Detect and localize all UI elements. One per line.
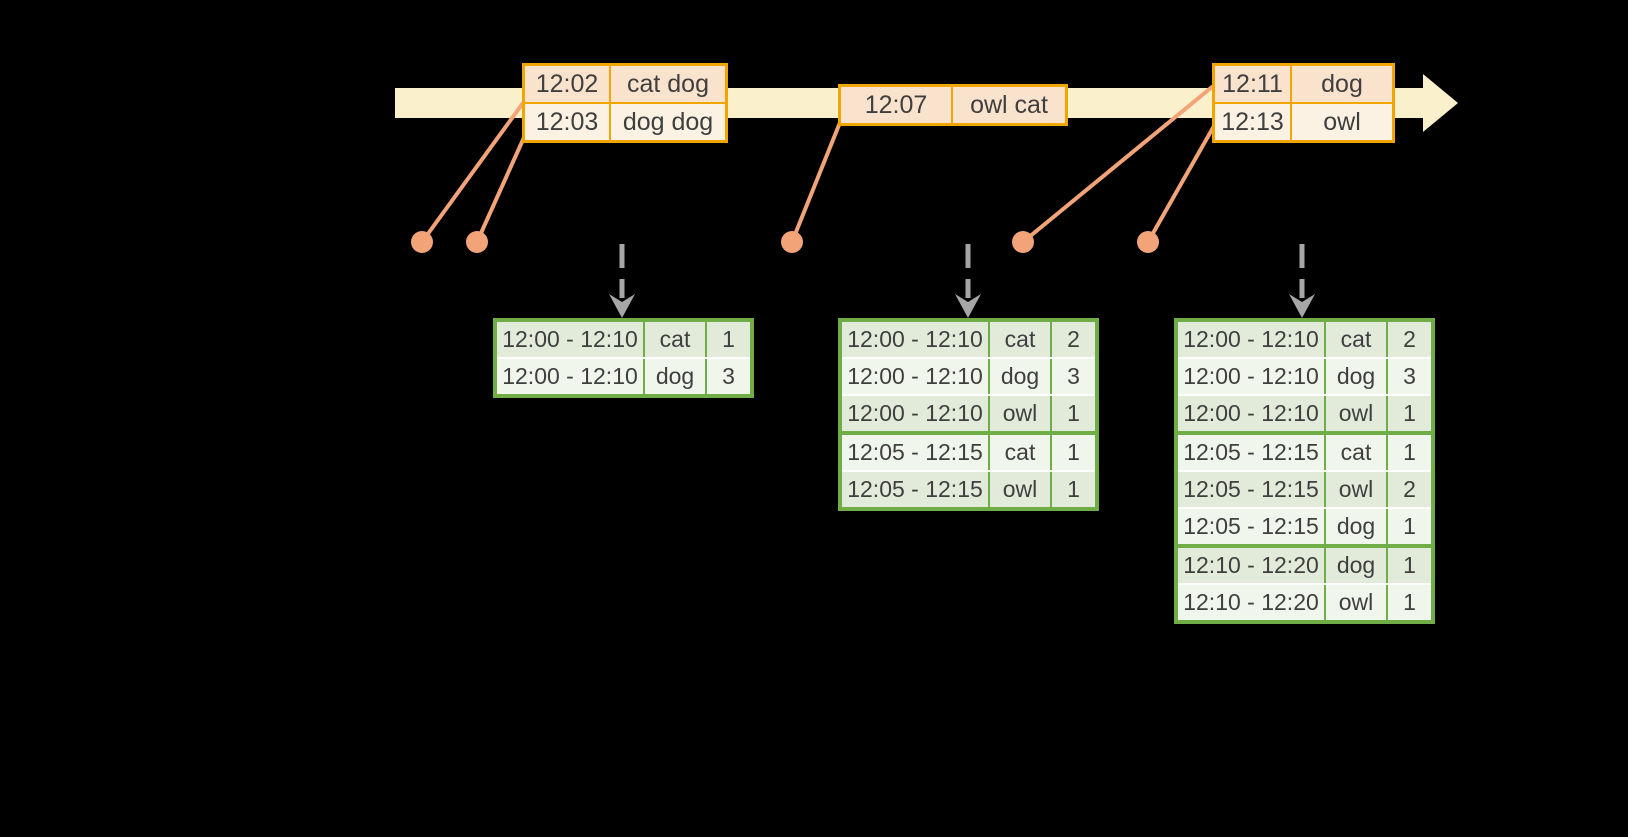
window-cell: 12:10 - 12:20 — [1178, 585, 1324, 620]
count-cell: 1 — [1386, 396, 1431, 431]
window-cell: 12:05 - 12:15 — [842, 435, 988, 470]
window-cell: 12:00 - 12:10 — [1178, 396, 1324, 431]
key-cell: owl — [988, 472, 1050, 507]
stream-dot — [781, 231, 803, 253]
key-cell: dog — [988, 359, 1050, 394]
window-cell: 12:00 - 12:10 — [497, 359, 643, 394]
count-cell: 1 — [1386, 548, 1431, 583]
window-cell: 12:00 - 12:10 — [1178, 322, 1324, 357]
event-row: 12:02 cat dog — [525, 66, 725, 102]
event-time-cell: 12:11 — [1215, 66, 1290, 102]
count-cell: 1 — [1050, 435, 1095, 470]
event-time-cell: 12:13 — [1215, 104, 1290, 140]
stream-dot — [466, 231, 488, 253]
stream-dot — [1137, 231, 1159, 253]
result-row: 12:05 - 12:15 dog 1 — [1178, 507, 1431, 544]
window-cell: 12:00 - 12:10 — [497, 322, 643, 357]
window-cell: 12:00 - 12:10 — [842, 359, 988, 394]
event-words-cell: cat dog — [609, 66, 725, 102]
result-table: 12:00 - 12:10 cat 2 12:00 - 12:10 dog 3 … — [1174, 318, 1435, 624]
key-cell: dog — [643, 359, 705, 394]
count-cell: 3 — [1050, 359, 1095, 394]
result-row: 12:05 - 12:15 cat 1 — [842, 431, 1095, 470]
event-table: 12:11 dog 12:13 owl — [1212, 63, 1395, 143]
result-row: 12:10 - 12:20 owl 1 — [1178, 583, 1431, 620]
connector-line — [1021, 85, 1214, 244]
key-cell: owl — [988, 396, 1050, 431]
result-row: 12:00 - 12:10 dog 3 — [842, 357, 1095, 394]
window-cell: 12:00 - 12:10 — [842, 396, 988, 431]
key-cell: dog — [1324, 359, 1386, 394]
trigger-arrowhead-icon — [609, 294, 635, 318]
key-cell: owl — [1324, 472, 1386, 507]
count-cell: 1 — [1386, 585, 1431, 620]
event-row: 12:11 dog — [1215, 66, 1392, 102]
key-cell: cat — [1324, 435, 1386, 470]
window-cell: 12:10 - 12:20 — [1178, 548, 1324, 583]
count-cell: 1 — [1386, 509, 1431, 544]
result-row: 12:00 - 12:10 owl 1 — [1178, 394, 1431, 431]
event-row: 12:03 dog dog — [525, 102, 725, 140]
event-table: 12:07 owl cat — [838, 84, 1068, 126]
count-cell: 1 — [1050, 396, 1095, 431]
event-words-cell: dog dog — [609, 104, 725, 140]
key-cell: owl — [1324, 585, 1386, 620]
trigger-arrowhead-icon — [1289, 294, 1315, 318]
trigger-arrowhead-icon — [955, 294, 981, 318]
count-cell: 1 — [1050, 472, 1095, 507]
result-row: 12:05 - 12:15 owl 2 — [1178, 470, 1431, 507]
key-cell: dog — [1324, 509, 1386, 544]
key-cell: cat — [1324, 322, 1386, 357]
result-row: 12:00 - 12:10 cat 1 — [497, 322, 750, 357]
connector-line — [420, 101, 525, 244]
count-cell: 3 — [705, 359, 750, 394]
count-cell: 2 — [1386, 322, 1431, 357]
count-cell: 1 — [705, 322, 750, 357]
count-cell: 3 — [1386, 359, 1431, 394]
window-cell: 12:05 - 12:15 — [1178, 435, 1324, 470]
count-cell: 2 — [1050, 322, 1095, 357]
event-time-cell: 12:02 — [525, 66, 609, 102]
event-time-cell: 12:07 — [841, 87, 951, 123]
result-row: 12:00 - 12:10 owl 1 — [842, 394, 1095, 431]
event-row: 12:13 owl — [1215, 102, 1392, 140]
key-cell: cat — [643, 322, 705, 357]
event-words-cell: owl — [1290, 104, 1392, 140]
window-cell: 12:00 - 12:10 — [842, 322, 988, 357]
event-words-cell: dog — [1290, 66, 1392, 102]
count-cell: 1 — [1386, 435, 1431, 470]
result-row: 12:00 - 12:10 dog 3 — [1178, 357, 1431, 394]
window-cell: 12:05 - 12:15 — [842, 472, 988, 507]
result-row: 12:05 - 12:15 cat 1 — [1178, 431, 1431, 470]
key-cell: cat — [988, 435, 1050, 470]
stream-dot — [1012, 231, 1034, 253]
event-row: 12:07 owl cat — [841, 87, 1065, 123]
key-cell: cat — [988, 322, 1050, 357]
connector-line — [790, 118, 843, 244]
connector-line — [475, 131, 528, 244]
result-row: 12:05 - 12:15 owl 1 — [842, 470, 1095, 507]
stream-dot — [411, 231, 433, 253]
result-row: 12:00 - 12:10 cat 2 — [842, 322, 1095, 357]
count-cell: 2 — [1386, 472, 1431, 507]
event-words-cell: owl cat — [951, 87, 1065, 123]
event-table: 12:02 cat dog 12:03 dog dog — [522, 63, 728, 143]
event-time-cell: 12:03 — [525, 104, 609, 140]
result-row: 12:00 - 12:10 dog 3 — [497, 357, 750, 394]
key-cell: owl — [1324, 396, 1386, 431]
timeline-arrowhead-icon — [1423, 74, 1458, 132]
window-cell: 12:00 - 12:10 — [1178, 359, 1324, 394]
window-cell: 12:05 - 12:15 — [1178, 509, 1324, 544]
window-cell: 12:05 - 12:15 — [1178, 472, 1324, 507]
result-table: 12:00 - 12:10 cat 2 12:00 - 12:10 dog 3 … — [838, 318, 1099, 511]
result-row: 12:10 - 12:20 dog 1 — [1178, 544, 1431, 583]
key-cell: dog — [1324, 548, 1386, 583]
connector-line — [1146, 124, 1216, 244]
result-row: 12:00 - 12:10 cat 2 — [1178, 322, 1431, 357]
result-table: 12:00 - 12:10 cat 1 12:00 - 12:10 dog 3 — [493, 318, 754, 398]
